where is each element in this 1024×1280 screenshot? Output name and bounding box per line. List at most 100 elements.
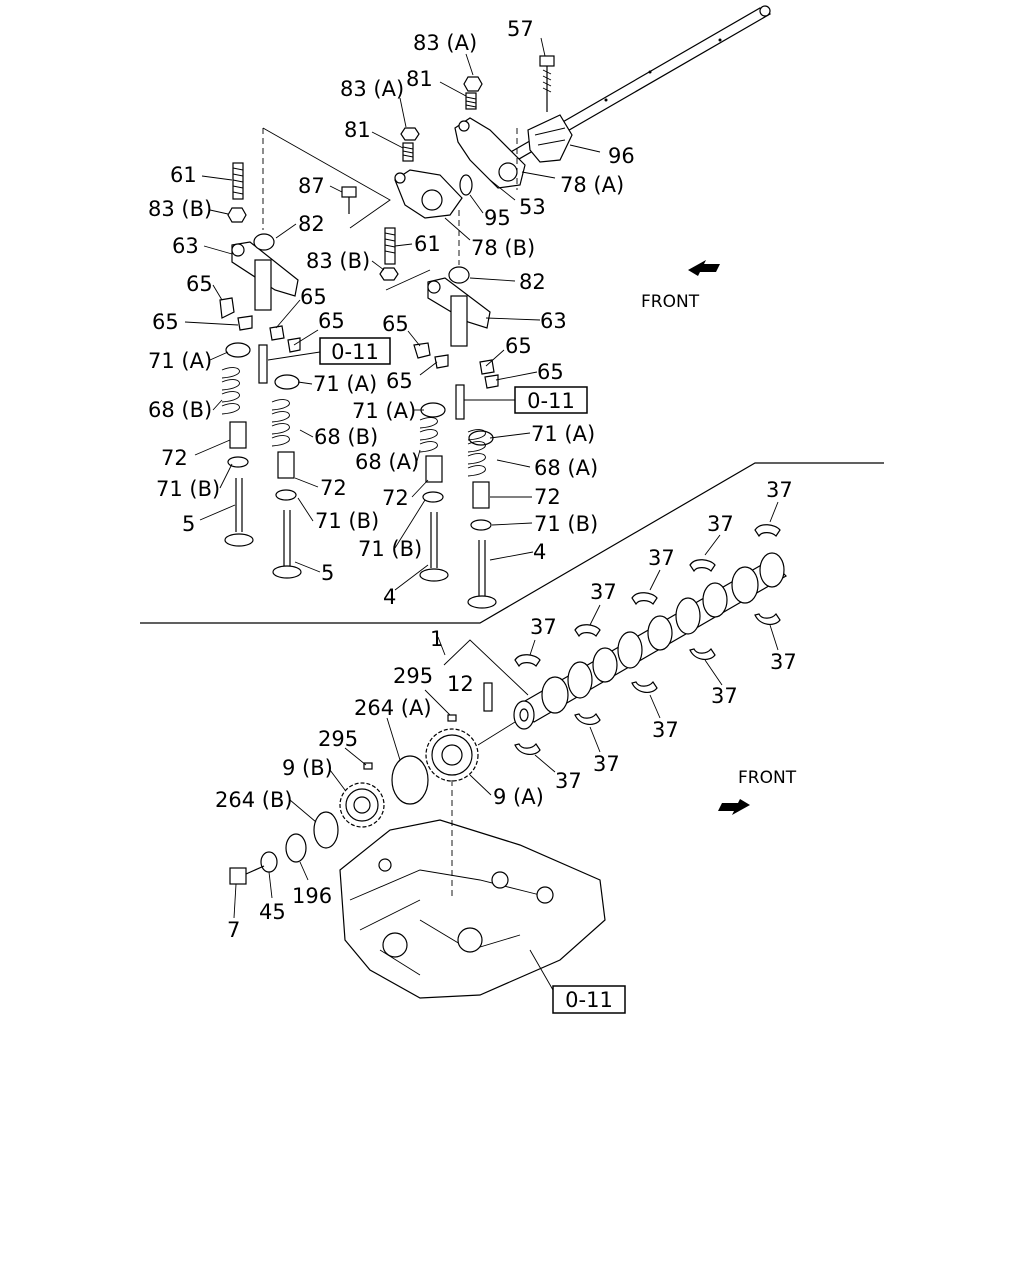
- callout-37-1: 37: [766, 478, 793, 502]
- snap-rings: [285, 755, 429, 863]
- callout-81-top: 81: [406, 67, 433, 91]
- callout-68b-2: 68 (B): [314, 425, 378, 449]
- callout-65-h: 65: [537, 360, 564, 384]
- callout-83b-right: 83 (B): [306, 249, 370, 273]
- callout-61-right: 61: [414, 232, 441, 256]
- gear-9a: [425, 728, 479, 782]
- callout-45: 45: [259, 900, 286, 924]
- callout-leaders: [184, 37, 779, 919]
- callout-4-1: 4: [383, 585, 396, 609]
- cylinder-head: [339, 819, 606, 999]
- callout-78a: 78 (A): [560, 173, 624, 197]
- guide-lines-upper: [262, 127, 518, 291]
- callout-37-5: 37: [530, 615, 557, 639]
- callout-63-right: 63: [540, 309, 567, 333]
- callout-63-left: 63: [172, 234, 199, 258]
- bolt-small: [341, 186, 357, 214]
- callout-71a-1: 71 (A): [148, 349, 212, 373]
- front-label-lower: FRONT: [738, 768, 797, 788]
- callout-68a-1: 68 (A): [355, 450, 419, 474]
- callout-71a-4: 71 (A): [531, 422, 595, 446]
- callout-5-2: 5: [321, 561, 334, 585]
- ref-box-2[interactable]: 0-11: [514, 386, 588, 414]
- callout-96: 96: [608, 144, 635, 168]
- callout-37-10: 37: [555, 769, 582, 793]
- callout-labels: 57 83 (A) 81 83 (A) 81 96 78 (A) 87 61 8…: [148, 17, 797, 942]
- ref-box-1[interactable]: 0-11: [319, 337, 391, 365]
- callout-12: 12: [447, 672, 474, 696]
- callout-87: 87: [298, 174, 325, 198]
- callout-57: 57: [507, 17, 534, 41]
- callout-83b-left: 83 (B): [148, 197, 212, 221]
- callout-37-2: 37: [707, 512, 734, 536]
- callout-65-c: 65: [152, 310, 179, 334]
- callout-295-a: 295: [393, 664, 433, 688]
- callout-5-1: 5: [182, 512, 195, 536]
- callout-71b-2: 71 (B): [315, 509, 379, 533]
- ref-box-2-label: 0-11: [527, 389, 575, 413]
- spring: [459, 174, 473, 196]
- front-arrow-lower: [718, 799, 750, 815]
- callout-71a-3: 71 (A): [352, 399, 416, 423]
- callout-68a-2: 68 (A): [534, 456, 598, 480]
- callout-81-mid: 81: [344, 118, 371, 142]
- callout-82-left: 82: [298, 212, 325, 236]
- callout-65-g: 65: [386, 369, 413, 393]
- callout-82-right: 82: [519, 270, 546, 294]
- callout-72-2: 72: [320, 476, 347, 500]
- cam-bearings: [514, 524, 781, 755]
- callout-196: 196: [292, 884, 332, 908]
- callout-71b-3: 71 (B): [358, 537, 422, 561]
- callout-68b-1: 68 (B): [148, 398, 212, 422]
- callout-9a: 9 (A): [493, 785, 544, 809]
- rocker-arm-upper: [394, 117, 526, 219]
- front-arrow-upper: [688, 260, 720, 276]
- callout-61-left: 61: [170, 163, 197, 187]
- callout-78b: 78 (B): [471, 236, 535, 260]
- callout-71b-1: 71 (B): [156, 477, 220, 501]
- callout-83a-mid: 83 (A): [340, 77, 404, 101]
- front-label-upper: FRONT: [641, 292, 700, 312]
- camshaft: [513, 552, 787, 730]
- ref-box-3[interactable]: 0-11: [552, 985, 626, 1014]
- callout-1: 1: [430, 627, 443, 651]
- section-divider: [140, 462, 884, 624]
- callout-264a: 264 (A): [354, 696, 432, 720]
- callout-9b: 9 (B): [282, 756, 333, 780]
- callout-37-7: 37: [711, 684, 738, 708]
- bolt: [539, 55, 555, 112]
- callout-37-4: 37: [590, 580, 617, 604]
- ref-box-3-label: 0-11: [565, 988, 613, 1012]
- bolt-and-washer: [229, 851, 278, 885]
- ref-leaders: [267, 351, 554, 991]
- callout-53: 53: [519, 195, 546, 219]
- rocker-bracket: [527, 114, 573, 163]
- pins-and-keys: [363, 682, 493, 770]
- callout-65-e: 65: [382, 312, 409, 336]
- callout-7: 7: [227, 918, 240, 942]
- callout-37-3: 37: [648, 546, 675, 570]
- callout-83a-top: 83 (A): [413, 31, 477, 55]
- callout-72-1: 72: [161, 446, 188, 470]
- callout-37-9: 37: [593, 752, 620, 776]
- callout-65-f: 65: [505, 334, 532, 358]
- callout-95: 95: [484, 206, 511, 230]
- callout-71b-4: 71 (B): [534, 512, 598, 536]
- valve-assembly-left: [219, 162, 302, 579]
- callout-71a-2: 71 (A): [313, 372, 377, 396]
- callout-295-b: 295: [318, 727, 358, 751]
- guide-lines-lower: [443, 639, 529, 900]
- callout-72-3: 72: [382, 486, 409, 510]
- callout-65-a: 65: [186, 272, 213, 296]
- adjusting-screw: [400, 76, 483, 162]
- gear-9b: [339, 782, 385, 828]
- callout-264b: 264 (B): [215, 788, 293, 812]
- callout-37-6: 37: [770, 650, 797, 674]
- callout-65-b: 65: [300, 285, 327, 309]
- valve-assembly-right: [379, 227, 499, 609]
- callout-4-2: 4: [533, 540, 546, 564]
- callout-65-d: 65: [318, 309, 345, 333]
- ref-box-1-label: 0-11: [331, 340, 379, 364]
- callout-37-8: 37: [652, 718, 679, 742]
